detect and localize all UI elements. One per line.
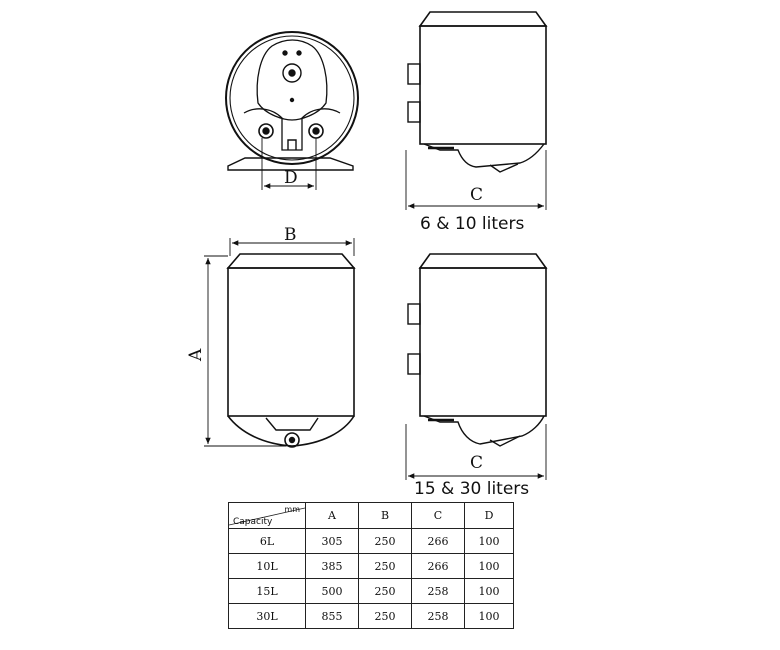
caption-small-models: 6 & 10 liters bbox=[420, 214, 524, 234]
value-cell: 250 bbox=[358, 603, 412, 629]
table-row: 10L 385 250 266 100 bbox=[228, 553, 514, 579]
dim-label-c-bottom: C bbox=[470, 453, 483, 473]
value-cell: 266 bbox=[411, 528, 465, 554]
value-cell: 100 bbox=[464, 553, 514, 579]
capacity-label: Capacity bbox=[233, 517, 273, 527]
value-cell: 250 bbox=[358, 578, 412, 604]
value-cell: 500 bbox=[305, 578, 359, 604]
value-cell: 305 bbox=[305, 528, 359, 554]
column-header-b: B bbox=[358, 502, 412, 529]
value-cell: 855 bbox=[305, 603, 359, 629]
value-cell: 385 bbox=[305, 553, 359, 579]
capacity-cell: 6L bbox=[228, 528, 306, 554]
column-header-c: C bbox=[411, 502, 465, 529]
dimensions-table: mm Capacity A B C D 6L 305 250 266 100 1… bbox=[228, 502, 514, 629]
value-cell: 100 bbox=[464, 578, 514, 604]
top-view bbox=[225, 31, 359, 190]
dim-label-b: B bbox=[284, 225, 297, 245]
value-cell: 266 bbox=[411, 553, 465, 579]
table-row: 30L 855 250 258 100 bbox=[228, 603, 514, 629]
table-row: 6L 305 250 266 100 bbox=[228, 528, 514, 554]
capacity-cell: 10L bbox=[228, 553, 306, 579]
side-view-small bbox=[405, 11, 548, 210]
front-view bbox=[204, 238, 356, 448]
column-header-a: A bbox=[305, 502, 359, 529]
unit-label: mm bbox=[284, 505, 300, 514]
dim-label-a: A bbox=[186, 348, 206, 362]
table-header-row: mm Capacity A B C D bbox=[228, 502, 514, 529]
value-cell: 100 bbox=[464, 528, 514, 554]
diagonal-line bbox=[229, 507, 305, 526]
dim-label-c-top: C bbox=[470, 185, 483, 205]
value-cell: 250 bbox=[358, 553, 412, 579]
column-header-d: D bbox=[464, 502, 514, 529]
value-cell: 258 bbox=[411, 603, 465, 629]
capacity-cell: 15L bbox=[228, 578, 306, 604]
value-cell: 100 bbox=[464, 603, 514, 629]
dim-label-d: D bbox=[284, 168, 298, 188]
value-cell: 250 bbox=[358, 528, 412, 554]
table-corner-cell: mm Capacity bbox=[228, 502, 306, 529]
value-cell: 258 bbox=[411, 578, 465, 604]
table-row: 15L 500 250 258 100 bbox=[228, 578, 514, 604]
side-view-large bbox=[405, 253, 548, 480]
caption-large-models: 15 & 30 liters bbox=[414, 479, 529, 499]
capacity-cell: 30L bbox=[228, 603, 306, 629]
